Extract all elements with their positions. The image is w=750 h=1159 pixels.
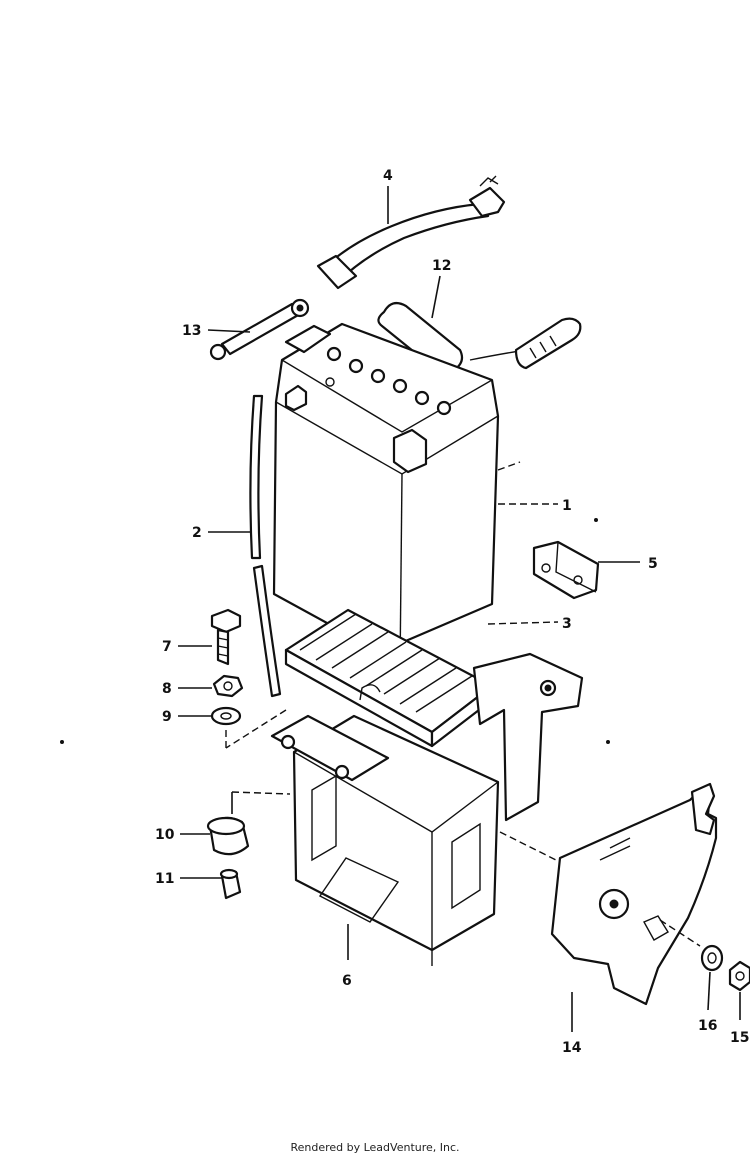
positive-battery-cable [377,301,582,374]
collar [219,868,242,900]
nut [212,674,244,698]
callout-14: 14 [562,1040,582,1056]
rubber-cushion [206,816,250,856]
callout-2: 2 [192,525,202,541]
negative-battery-cable [209,298,310,361]
callout-16: 16 [698,1018,717,1034]
battery [272,322,500,671]
lock-washer [700,944,724,972]
footer-credit: Rendered by LeadVenture, Inc. [290,1141,460,1154]
side-bracket [550,782,718,1006]
callout-3: 3 [562,616,572,632]
callout-12: 12 [432,258,451,274]
terminal-bracket [532,540,600,600]
callout-6: 6 [342,973,352,989]
battery-strap [316,175,506,290]
callout-labels: 4 12 13 1 2 5 3 7 8 9 10 11 6 14 16 15 [155,168,749,1056]
callout-8: 8 [162,681,172,697]
callout-4: 4 [383,168,393,184]
bolt [210,608,242,666]
vent-tube [249,394,282,698]
callout-11: 11 [155,871,174,887]
callout-15: 15 [730,1030,749,1046]
callout-5: 5 [648,556,658,572]
callout-9: 9 [162,709,172,725]
callout-7: 7 [162,639,172,655]
battery-cell-caps [326,346,452,416]
washer [210,706,242,726]
battery-holder [270,684,500,966]
hex-nut [728,960,750,992]
callout-10: 10 [155,827,175,843]
leader-lines [178,186,741,1032]
tray-upper-plate [472,652,584,822]
callout-1: 1 [562,498,572,514]
callout-13: 13 [182,323,201,339]
scan-specks [60,518,610,744]
